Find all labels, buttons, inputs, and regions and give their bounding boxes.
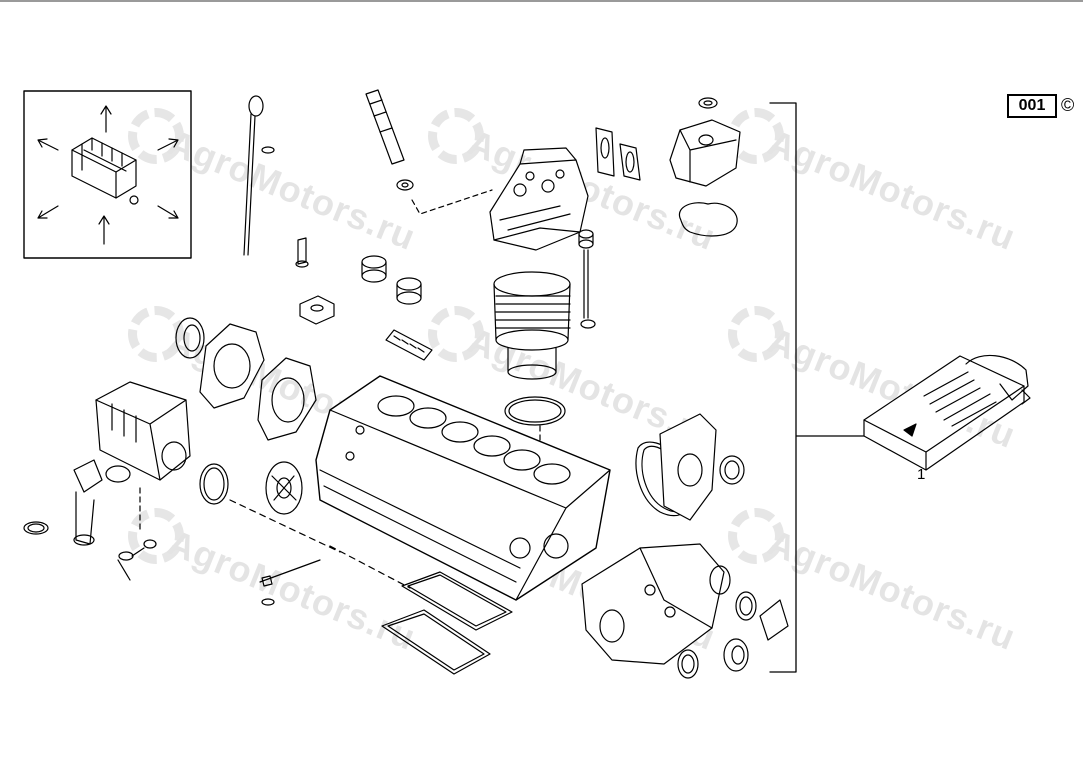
injection-pump (23, 381, 191, 546)
tappet (295, 237, 309, 268)
watermark-gear-icon (728, 306, 784, 362)
watermark-gear-icon (728, 508, 784, 564)
rear-cover (199, 323, 265, 409)
injector (365, 89, 414, 191)
pushrod (578, 229, 596, 329)
oil-pan-gasket (381, 571, 513, 675)
top-border-line (0, 0, 1083, 2)
engine-block (315, 375, 611, 601)
watermark-gear-icon (128, 508, 184, 564)
rear-cover-gasket (257, 357, 317, 441)
watermark-gear-icon (428, 306, 484, 362)
dipstick (243, 95, 275, 256)
orientation-inset (23, 90, 192, 259)
watermark-gear-icon (128, 306, 184, 362)
rocker-shaft (385, 329, 433, 361)
housing-seals (677, 591, 789, 679)
engine-block-thumbnail-icon (71, 137, 139, 205)
exhaust-gasket (619, 143, 641, 181)
fuel-pipe (117, 539, 157, 581)
bolt (259, 559, 321, 606)
callout-label: 1 (917, 466, 926, 483)
page-code-box: 001 (1007, 94, 1057, 118)
crankshaft-seal (175, 317, 205, 359)
valve-cover (669, 97, 741, 237)
engine-mount (299, 255, 422, 325)
cylinder-liner (493, 271, 571, 426)
timing-gear (265, 461, 303, 515)
timing-cover (659, 413, 717, 521)
leader-line (229, 499, 411, 589)
copyright-symbol: © (1061, 95, 1075, 115)
direction-arrows-icon (37, 105, 179, 245)
o-ring (199, 463, 229, 505)
front-housing (581, 543, 731, 665)
cylinder-head (489, 147, 589, 251)
watermark-gear-icon (128, 108, 184, 164)
watermark-gear-icon (428, 108, 484, 164)
cover-plug (719, 455, 745, 485)
intake-gasket (595, 127, 615, 177)
leader-line (411, 189, 493, 215)
gasket-kit-package (863, 354, 1031, 471)
kit-bracket (769, 102, 865, 673)
